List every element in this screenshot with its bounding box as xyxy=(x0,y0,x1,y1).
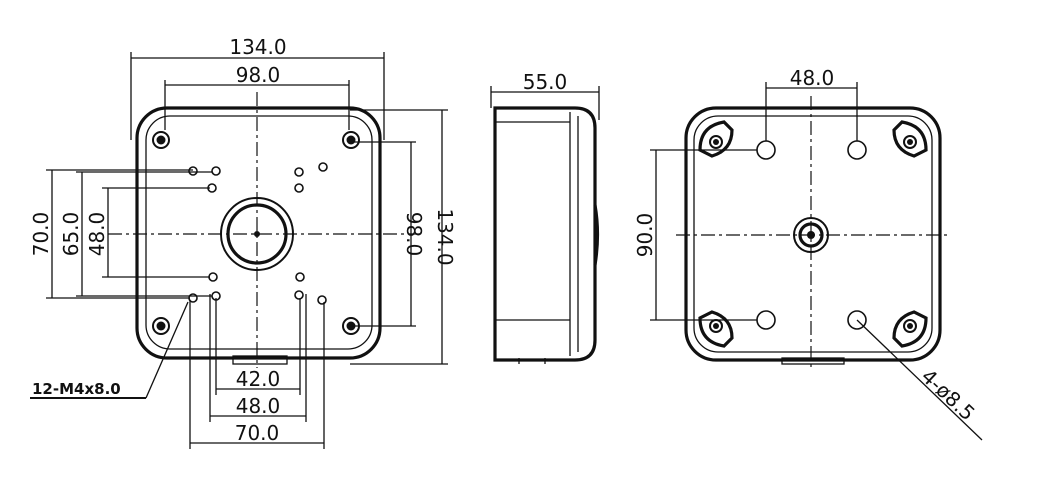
mount-hole xyxy=(211,166,221,176)
dim-back-hole-spacing-y: 90.0 xyxy=(633,213,657,258)
corner-bracket xyxy=(892,310,928,348)
corner-screw xyxy=(342,131,360,149)
callout-leader xyxy=(145,301,189,399)
hole-callout: 4-ø8.5 xyxy=(917,364,980,425)
mount-hole xyxy=(208,272,218,282)
dim-bottom-70: 70.0 xyxy=(235,421,280,445)
dim-back-hole-spacing-x: 48.0 xyxy=(790,66,835,90)
corner-bracket xyxy=(698,120,734,158)
mount-hole xyxy=(294,290,304,300)
dim-bottom-42: 42.0 xyxy=(236,367,281,391)
side-gland-bump xyxy=(593,204,600,266)
mount-hole xyxy=(318,162,328,172)
dim-inner-height: 98.0 xyxy=(402,212,426,257)
screw-callout: 12-M4x8.0 xyxy=(32,380,121,398)
dim-depth: 55.0 xyxy=(523,70,568,94)
side-view: 55.0 xyxy=(490,70,600,364)
back-view: 48.0 90.0 4-ø8.5 xyxy=(633,66,983,441)
corner-screw xyxy=(152,131,170,149)
mount-hole xyxy=(756,140,776,160)
dim-overall-height: 134.0 xyxy=(433,208,457,265)
back-inner-outline xyxy=(693,115,933,353)
mount-hole xyxy=(295,272,305,282)
dim-overall-width: 134.0 xyxy=(229,35,286,59)
front-outer-outline xyxy=(135,106,382,360)
mount-hole xyxy=(756,310,776,330)
callout-leader xyxy=(856,319,983,441)
mount-hole xyxy=(317,295,327,305)
corner-bracket xyxy=(892,120,928,158)
corner-bracket xyxy=(698,310,734,348)
front-inner-outline xyxy=(145,115,373,350)
dim-inner-width: 98.0 xyxy=(236,63,281,87)
back-bottom-tab xyxy=(781,357,845,365)
back-outer-outline xyxy=(684,106,942,362)
front-bottom-tab xyxy=(232,355,288,365)
mount-hole xyxy=(294,183,304,193)
mount-hole xyxy=(847,140,867,160)
dim-hole-spacing-48: 48.0 xyxy=(85,212,109,257)
corner-screw xyxy=(152,317,170,335)
mount-hole xyxy=(188,166,198,176)
dim-hole-spacing-70: 70.0 xyxy=(29,212,53,257)
side-outline xyxy=(493,106,597,362)
dim-bottom-48: 48.0 xyxy=(236,394,281,418)
front-view: 134.0 98.0 134.0 98.0 70.0 65.0 48.0 xyxy=(29,35,457,449)
cable-gland-center xyxy=(254,231,260,237)
mount-hole xyxy=(294,167,304,177)
dim-hole-spacing-65: 65.0 xyxy=(59,212,83,257)
